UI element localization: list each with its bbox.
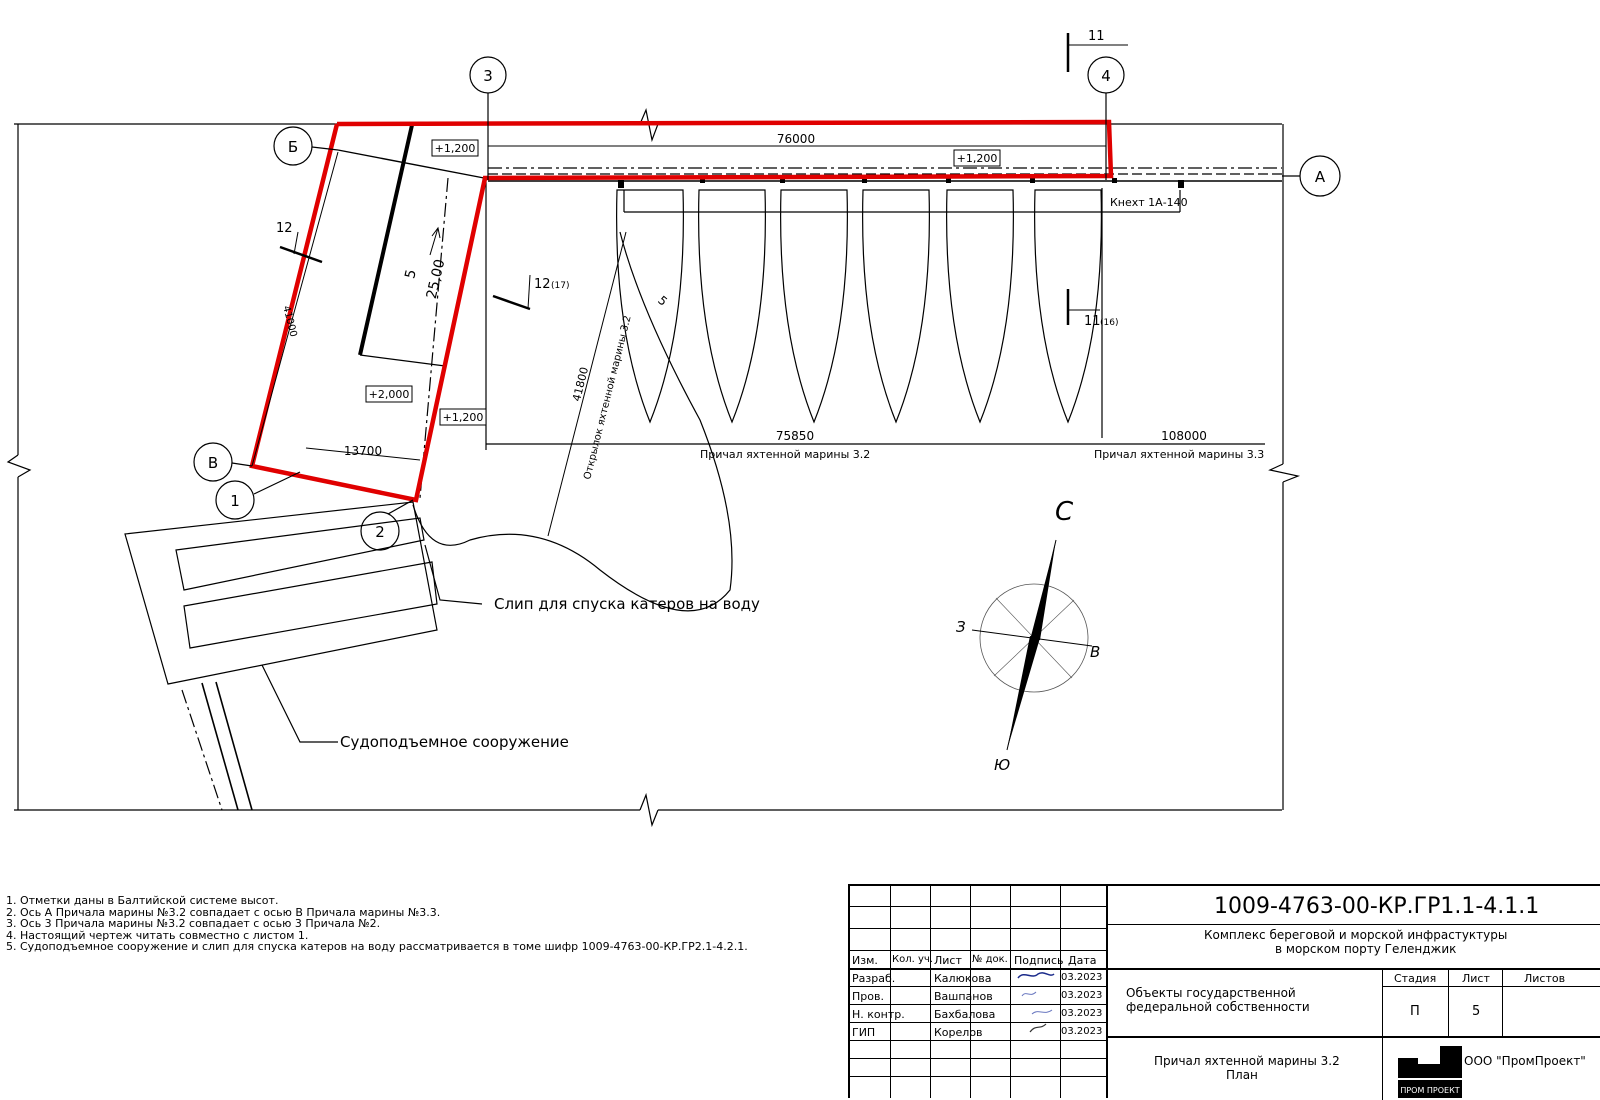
stamp-project-line1: Комплекс береговой и морской инфрастукту… [1204,928,1508,942]
axis-label-b: Б [288,138,298,156]
row-role: Разраб. [852,972,896,985]
elevation-value: +1,200 [957,152,998,165]
axis-label-a: А [1315,168,1326,186]
header-izm: Изм. [852,954,878,967]
axis-bubble-1 [215,480,255,520]
general-notes: 1. Отметки даны в Балтийской системе выс… [6,895,748,953]
section-label: 12 [276,221,293,236]
row-name: Бахбалова [934,1008,996,1021]
section-ref: (17) [551,281,569,291]
stage-label: Стадия [1394,972,1437,985]
compass-n: С [1055,497,1074,527]
dimension-75850: 75850 [776,429,814,443]
slope-arrow-icon [429,226,441,256]
boat-outline [616,189,684,424]
dimension-108000: 108000 [1161,429,1207,443]
header-data: Дата [1068,954,1097,967]
header-ndok: № док. [972,954,1008,965]
row-date: 03.2023 [1061,1008,1103,1019]
dimension-lines [251,145,1106,537]
boat-outline [946,189,1014,424]
note-5: 5. Судоподъемное сооружение и слип для с… [6,940,748,953]
axis-label-3: 3 [483,67,493,85]
axis-bubble-3 [469,56,507,94]
sheet-value: 5 [1472,1004,1481,1019]
row-role: Пров. [852,990,884,1003]
logo-text: ПРОМ ПРОЕКТ [1400,1086,1459,1095]
sheets-label: Листов [1524,972,1566,985]
section-label: 11 [1084,314,1101,329]
stamp-project-line2: в морском порту Геленджик [1275,942,1457,956]
header-list: Лист [934,954,962,967]
row-date: 03.2023 [1061,972,1103,983]
dimension-5: 5 [402,268,420,280]
row-date: 03.2023 [1061,1026,1103,1037]
lift-label: Судоподъемное сооружение [340,733,569,751]
slip-and-lift [124,231,733,811]
object-line1: Объекты государственной [1126,986,1296,1000]
title-line2: План [1226,1068,1258,1082]
bollards [618,178,1184,188]
elevation-marks [365,139,1001,426]
axis-bubble-a [1299,155,1341,197]
company-name: ООО "ПромПроект" [1464,1054,1586,1068]
axis-bubble-b [273,126,313,166]
row-name: Корелов [934,1026,983,1039]
note-1: 1. Отметки даны в Балтийской системе выс… [6,894,279,907]
elevation-value: +2,000 [369,388,410,401]
boat-outline [698,189,766,424]
stamp-code: 1009-4763-00-КР.ГР1.1-4.1.1 [1214,894,1540,919]
boat-berths [616,189,1102,424]
axis-label-4: 4 [1101,67,1111,85]
slip-label: Слип для спуска катеров на воду [494,595,760,613]
stage-value: П [1410,1004,1420,1019]
dimension-13700: 13700 [344,444,382,458]
axis-bubble-v [193,442,233,482]
header-podpis: Подпись [1014,954,1064,967]
knecht-label: Кнехт 1А-140 [1110,196,1188,209]
row-name: Калюкова [934,972,992,985]
compass-e: В [1090,643,1100,661]
boat-outline [862,189,930,424]
compass-s: Ю [994,756,1010,774]
note-2: 2. Ось А Причала марины №3.2 совпадает с… [6,905,441,919]
section-markers [279,33,1128,325]
axis-markers [193,56,1341,551]
row-role: Н. контр. [852,1008,905,1021]
axis-label-2: 2 [375,523,385,541]
compass-rose-icon [971,539,1093,751]
row-name: Вашпанов [934,990,993,1003]
pier33-label: Причал яхтенной марины 3.3 [1094,448,1264,461]
pier32-label: Причал яхтенной марины 3.2 [700,448,870,461]
signature-marks [1017,972,1055,1033]
section-label: 12 [534,277,551,292]
title-line1: Причал яхтенной марины 3.2 [1154,1054,1340,1068]
boat-outline [780,189,848,424]
section-ref: (16) [1100,318,1118,328]
compass-w: З [956,618,966,636]
axis-bubble-4 [1087,56,1125,94]
title-block: 1009-4763-00-КР.ГР1.1-4.1.1 Комплекс бер… [848,884,1600,1100]
company-logo-icon: ПРОМ ПРОЕКТ [1398,1046,1462,1098]
row-role: ГИП [852,1026,876,1039]
elevation-value: +1,200 [443,411,484,424]
boat-outline [1034,189,1102,424]
dimension-41800: 41800 [570,366,591,403]
header-kol: Кол. уч. [892,954,933,965]
note-3: 3. Ось 3 Причала марины №3.2 совпадает с… [6,917,381,930]
dimension-76000: 76000 [777,132,815,146]
elevation-value: +1,200 [435,142,476,155]
otkrylok-label: Открылок яхтенной марины 3.2 [582,315,633,481]
object-line2: федеральной собственности [1126,1000,1310,1014]
section-label: 11 [1088,29,1105,44]
sheet-label: Лист [1462,972,1490,985]
slope-value: 25,00 [424,258,449,301]
row-date: 03.2023 [1061,990,1103,1001]
axis-label-1: 1 [230,492,240,510]
dimension-5b: 5 [655,293,670,309]
axis-label-v: В [208,454,218,472]
note-4: 4. Настоящий чертеж читать совместно с л… [6,928,309,942]
